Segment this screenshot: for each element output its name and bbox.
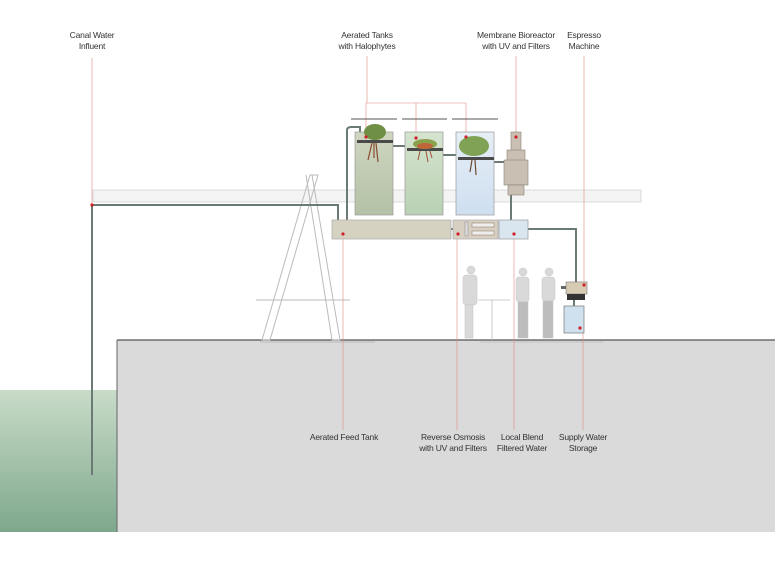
label-line: Influent bbox=[78, 41, 106, 51]
supply-water-storage bbox=[563, 305, 585, 334]
canal-water bbox=[0, 390, 118, 532]
label-line: Aerated Feed Tank bbox=[309, 432, 379, 442]
label-line: Machine bbox=[568, 41, 600, 51]
label-line: Local Blend bbox=[500, 432, 544, 442]
counter bbox=[478, 299, 603, 343]
label-line: Supply Water bbox=[558, 432, 608, 442]
label-line: Filtered Water bbox=[496, 443, 548, 453]
people-silhouettes bbox=[462, 265, 556, 339]
halophyte-plants bbox=[357, 124, 494, 176]
a-frame-stand bbox=[256, 174, 375, 343]
label-line: with UV and Filters bbox=[419, 443, 487, 453]
espresso-machine bbox=[561, 281, 588, 300]
label-line: Canal Water bbox=[69, 30, 115, 40]
label-line: with Halophytes bbox=[338, 41, 396, 51]
leader-lines bbox=[91, 56, 585, 430]
label-aerated-feed-tank: Aerated Feed Tank bbox=[310, 432, 378, 443]
label-line: Aerated Tanks bbox=[341, 30, 393, 40]
component-markers bbox=[90, 135, 586, 330]
label-line: Membrane Bioreactor bbox=[477, 30, 555, 40]
label-line: Storage bbox=[568, 443, 598, 453]
membrane-bioreactor bbox=[503, 131, 529, 196]
label-line: Reverse Osmosis bbox=[420, 432, 486, 442]
reverse-osmosis-unit bbox=[452, 219, 499, 240]
local-blend-tank bbox=[498, 219, 529, 240]
label-line: Espresso bbox=[567, 30, 601, 40]
aerated-feed-tank bbox=[331, 219, 452, 240]
label-line: with UV and Filters bbox=[482, 41, 550, 51]
ground-section bbox=[117, 340, 775, 532]
